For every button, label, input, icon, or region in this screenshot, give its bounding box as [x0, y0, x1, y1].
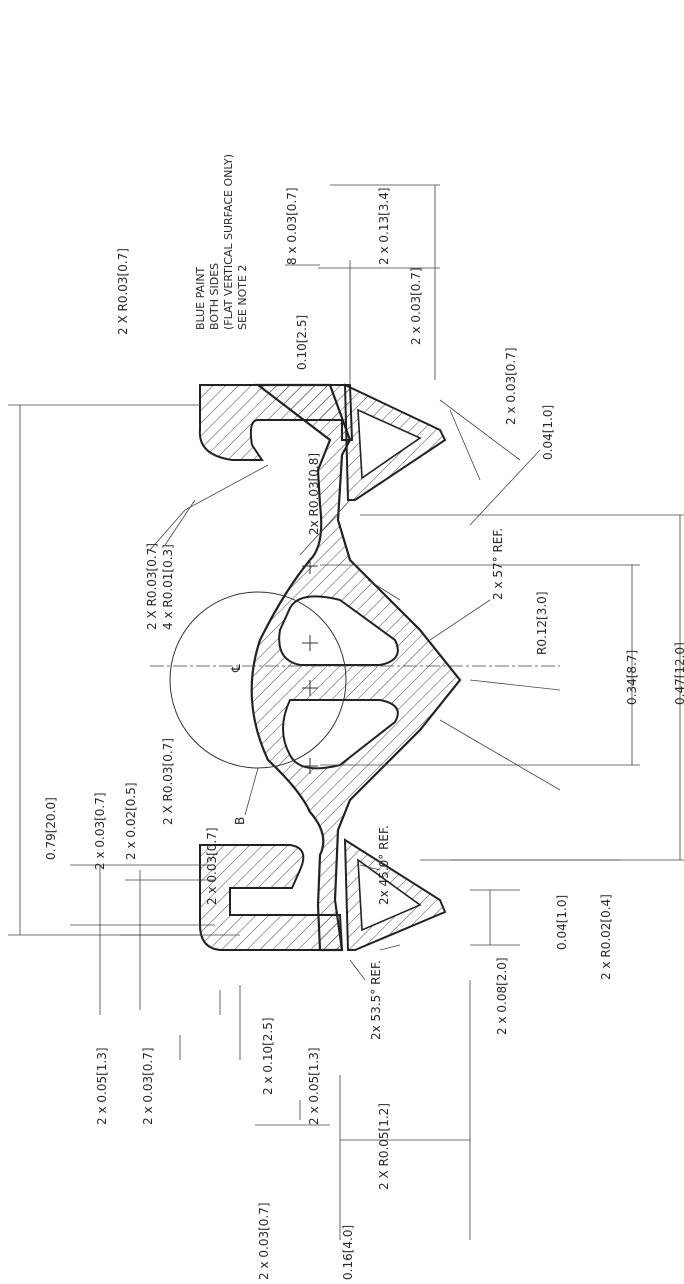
label-inner-r03-08: 2x R0.03[0.8]	[307, 453, 321, 535]
label-left-002: 2 x 0.02[0.5]	[124, 782, 138, 860]
label-dim-005-left: 2 x 0.05[1.3]	[307, 1047, 321, 1125]
svg-text:BOTH SIDES: BOTH SIDES	[208, 263, 221, 330]
label-r005: 2 X R0.05[1.2]	[377, 1103, 391, 1190]
label-right-003: 2 x 0.03[0.7]	[409, 267, 423, 345]
label-r012: R0.12[3.0]	[535, 591, 549, 655]
label-left-003-mid: 2 x 0.03[0.7]	[205, 827, 219, 905]
cavity-lower	[282, 699, 399, 770]
paint-note: BLUE PAINT BOTH SIDES (FLAT VERTICAL SUR…	[194, 154, 249, 330]
fin-upper-notch	[357, 408, 422, 480]
svg-text:BLUE PAINT: BLUE PAINT	[194, 266, 207, 330]
label-r001-03: 4 x R0.01[0.3]	[161, 544, 175, 630]
label-r003-07: 2 X R0.03[0.7]	[145, 543, 159, 630]
label-top-radius: 2 X R0.03[0.7]	[116, 248, 130, 335]
label-dim-003-far: 2 x 0.03[0.7]	[141, 1047, 155, 1125]
label-left-003-top: 2 x 0.03[0.7]	[93, 792, 107, 870]
cavity-upper	[278, 595, 399, 666]
label-dim-005-far: 2 x 0.05[1.3]	[95, 1047, 109, 1125]
label-dim-047: 0.47[12.0]	[673, 642, 684, 705]
label-r002: 2 x R0.02[0.4]	[599, 894, 613, 980]
label-ref-535: 2x 53.5° REF.	[369, 960, 383, 1040]
label-right-013: 2 x 0.13[3.4]	[377, 187, 391, 265]
svg-text:SEE NOTE 2: SEE NOTE 2	[236, 265, 249, 330]
label-ref-45: 2x 45.0° REF.	[377, 825, 391, 905]
label-dim-010-left: 2 x 0.10[2.5]	[261, 1017, 275, 1095]
label-tip-004: 0.04[1.0]	[541, 405, 555, 460]
label-lip-003b: 2 x 0.03[0.7]	[504, 347, 518, 425]
svg-text:(FLAT VERTICAL SURFACE ONLY): (FLAT VERTICAL SURFACE ONLY)	[222, 154, 235, 330]
label-dim-034: 0.34[8.7]	[625, 650, 639, 705]
bottom-hook	[199, 844, 344, 951]
label-center-mark: ℄	[229, 664, 243, 673]
label-overall-length: 0.79[20.0]	[44, 797, 58, 860]
label-b: B	[233, 817, 247, 825]
label-lip-010: 0.10[2.5]	[295, 315, 309, 370]
label-slot-8x: 8 x 0.03[0.7]	[285, 187, 299, 265]
label-dim-016: 0.16[4.0]	[341, 1225, 355, 1280]
label-ref-57: 2 x 57° REF.	[491, 528, 505, 600]
fin-lower-notch	[357, 858, 422, 932]
label-dim-008: 2 x 0.08[2.0]	[495, 957, 509, 1035]
label-dim-003-bottom: 2 x 0.03[0.7]	[257, 1202, 271, 1280]
center-marks	[302, 558, 318, 774]
dimension-lines	[8, 184, 684, 1240]
label-left-r003: 2 X R0.03[0.7]	[161, 738, 175, 825]
dimension-labels: 0.79[20.0] BLUE PAINT BOTH SIDES (FLAT V…	[44, 154, 684, 1280]
label-dim-004-lower: 0.04[1.0]	[555, 895, 569, 950]
